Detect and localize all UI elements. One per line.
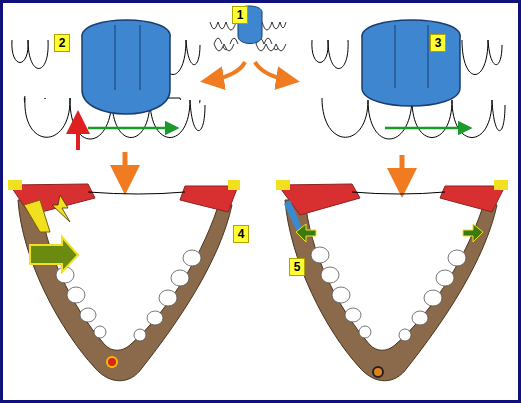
callout-number: 5 bbox=[294, 261, 301, 273]
callout-box: 1 bbox=[232, 6, 248, 24]
callout-box: 3 bbox=[430, 34, 446, 52]
callout-number: 1 bbox=[237, 9, 244, 21]
callout-box: 4 bbox=[233, 225, 249, 243]
callout-box: 5 bbox=[289, 258, 305, 276]
callout-box: 2 bbox=[54, 34, 70, 52]
callout-number: 2 bbox=[59, 37, 66, 49]
callout-number: 3 bbox=[435, 37, 442, 49]
callout-number: 4 bbox=[238, 228, 245, 240]
